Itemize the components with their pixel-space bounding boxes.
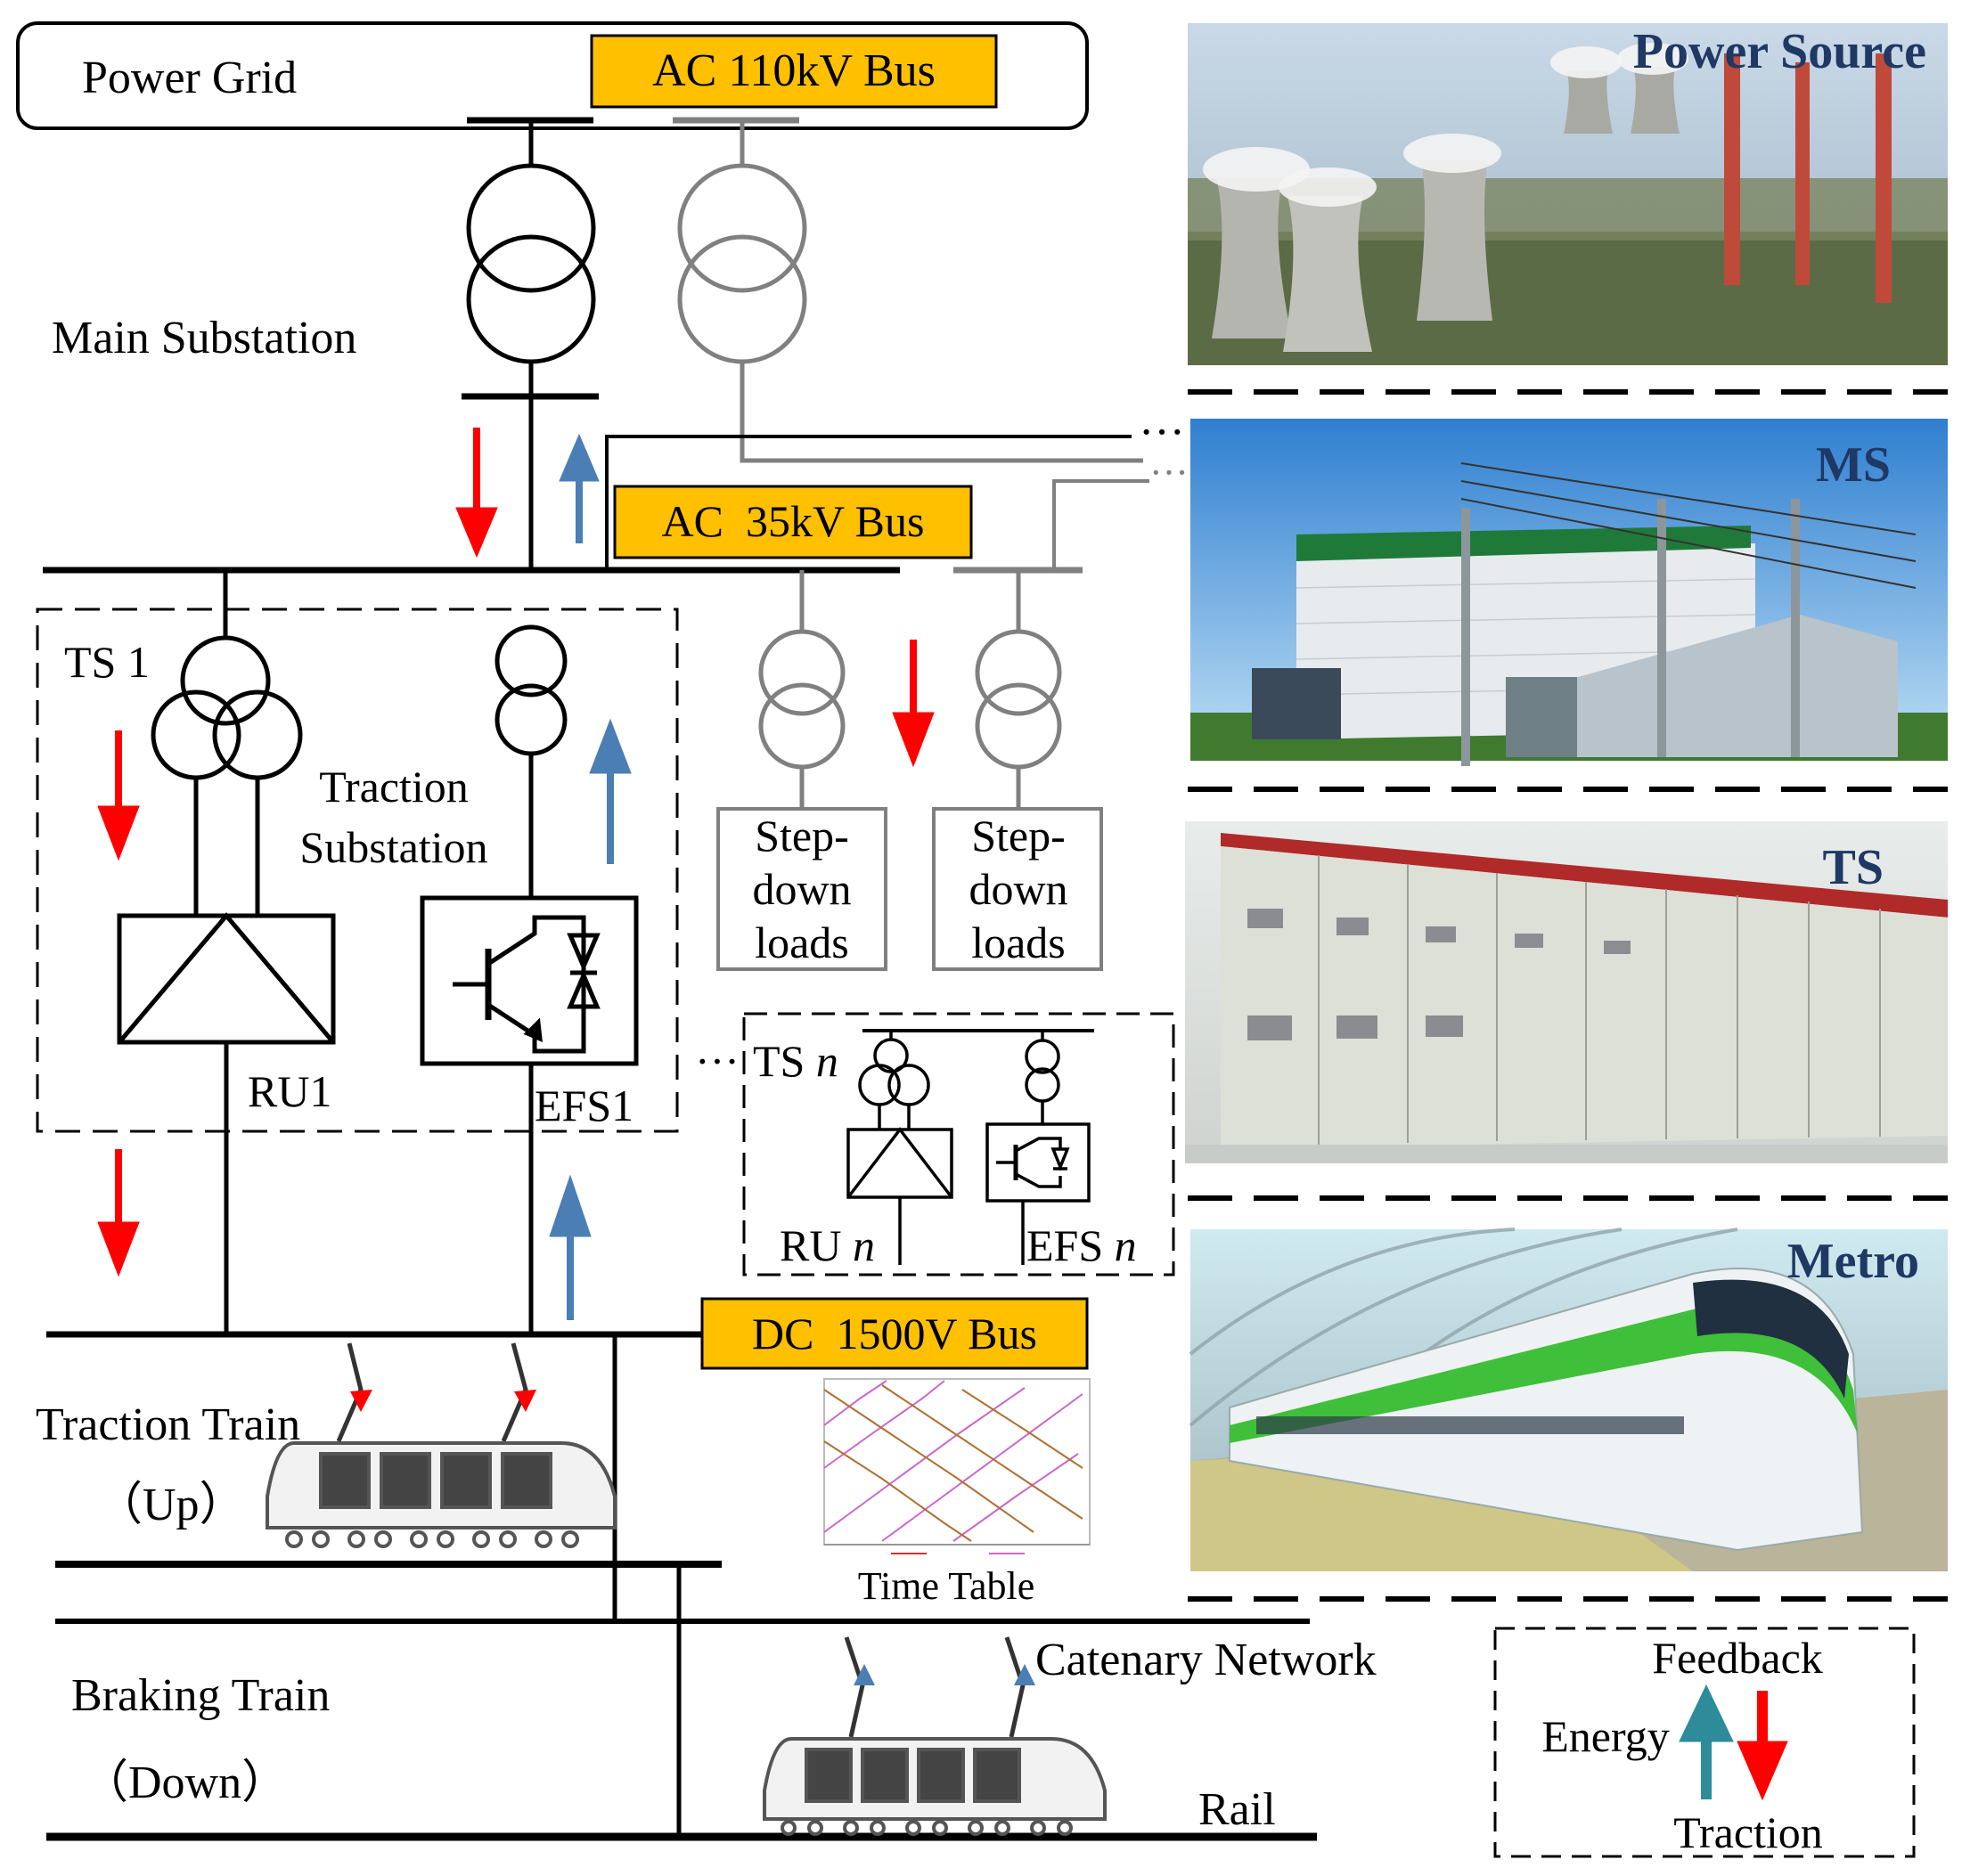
traction-substation-label-1: Traction [319,762,469,812]
stepdown-load-1 [716,570,887,971]
stepdown-1-line2: down [752,864,851,914]
traction-arrow-ts1-lower [97,1149,140,1277]
ts-title: TS [1823,840,1884,895]
legend: Feedback Energy Traction [1493,1627,1916,1858]
ru1-rectifier [117,912,336,1334]
35kv-link-black [605,435,1132,570]
traction-arrow-main [455,428,498,559]
traction-arrow-ts1-upper [97,730,140,861]
efs1-label: EFS1 [535,1081,634,1130]
stepdown-load-2 [932,570,1103,971]
dots-top: ··· [1139,407,1185,458]
main-transformer-gray [677,120,1143,463]
ts1-transformer [151,570,303,916]
ms-panel: MS [1190,419,1948,766]
ac35-bus-label: AC 35kV Bus [662,496,925,546]
efs1-inverter [420,895,639,1334]
traction-train-label: Traction Train [36,1399,300,1450]
ru-n-label: RU n [780,1220,875,1270]
ms-title: MS [1816,437,1891,493]
power-grid-label: Power Grid [82,53,297,103]
main-substation-label: Main Substation [52,313,356,363]
stepdown-2-line3: loads [971,918,1066,967]
rail-label: Rail [1198,1784,1276,1835]
legend-feedback-label: Feedback [1652,1633,1823,1683]
dc1500-bus-label-box [700,1297,1089,1370]
up-label: （Up） [96,1480,246,1530]
efs1-transformer [495,624,568,898]
power-source-panel: Power Source [1188,23,1948,365]
dots-second: ··· [1149,451,1189,494]
ts1-label: TS 1 [64,637,150,687]
feedback-arrow-efs1-lower [549,1174,592,1320]
power-grid: Power Grid AC 110kV Bus [16,21,1089,130]
catenary-network-label: Catenary Network [1035,1635,1377,1685]
stepdown-2-line2: down [969,864,1067,914]
efs-n-label: EFS n [1026,1220,1137,1270]
feedback-arrow-efs1-upper [589,718,632,864]
ts-panel: TS [1185,821,1948,1163]
stepdown-2-line1: Step- [971,811,1066,861]
ac110-bus-label-box [590,34,998,109]
traction-arrow-stepdown [892,640,935,768]
metro-title: Metro [1787,1234,1919,1289]
braking-train-pantographs [844,1636,1026,1738]
time-table-chart [823,1378,1091,1554]
metro-panel: Metro [1189,1228,1948,1571]
time-table-label: Time Table [858,1564,1035,1608]
legend-traction-label: Traction [1673,1807,1823,1857]
ts-n-dots: ··· [695,1036,740,1086]
35kv-link-gray [1052,479,1143,570]
ac110-bus-label: AC 110kV Bus [652,45,936,96]
ts-n-transformer [846,1031,953,1265]
ts-n-label: TS n [753,1036,838,1086]
ru1-label: RU1 [248,1066,331,1116]
ac35-bus-label-box [613,485,973,559]
dc1500-bus-label: DC 1500V Bus [752,1309,1037,1358]
traction-substation-box [36,608,679,1133]
ts-n-efs [985,1031,1091,1265]
feedback-arrow-main [559,433,600,543]
main-transformer-black [466,120,596,396]
braking-train-label: Braking Train [71,1670,330,1721]
legend-feedback-arrow [1679,1684,1734,1799]
down-label: （Down） [82,1758,288,1808]
traction-train-pantographs [336,1342,528,1442]
stepdown-1-line1: Step- [755,811,849,861]
braking-train-icon [763,1737,1107,1836]
ts-n-box [742,1012,1175,1276]
traction-train-icon [266,1441,617,1548]
legend-energy-label: Energy [1541,1711,1669,1761]
stepdown-1-line3: loads [755,918,849,967]
legend-traction-arrow [1737,1691,1788,1801]
power-source-title: Power Source [1633,24,1926,79]
traction-substation-label-2: Substation [299,822,487,872]
